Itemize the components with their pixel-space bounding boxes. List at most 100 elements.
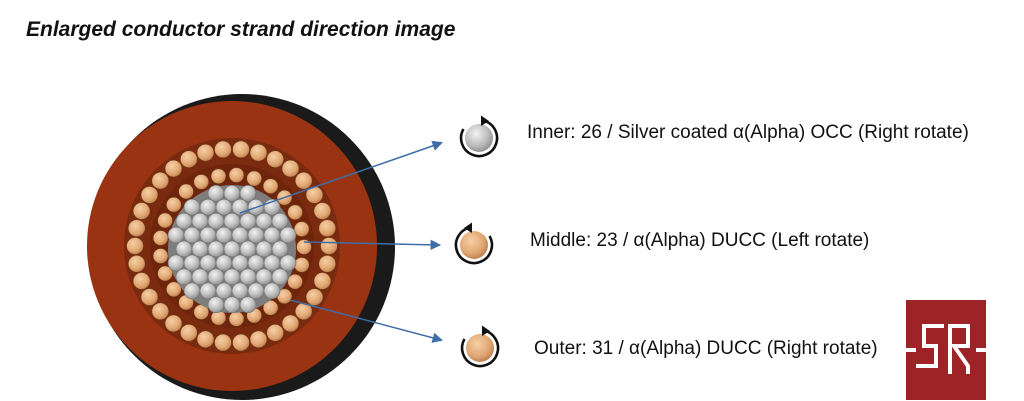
inner-strand <box>271 268 289 286</box>
inner-strand <box>223 240 241 258</box>
outer-strand <box>132 202 151 220</box>
inner-strand <box>167 254 185 272</box>
brand-logo <box>906 300 986 400</box>
rotate-right-icon <box>460 325 500 368</box>
middle-strand <box>296 239 312 255</box>
outer-strand <box>232 333 250 352</box>
outer-strand <box>140 288 159 306</box>
inner-strand <box>183 254 201 272</box>
outer-strand <box>281 314 300 333</box>
inner-strand <box>183 226 201 244</box>
outer-leader-arrow <box>289 299 444 343</box>
cable-cross-section <box>87 94 395 400</box>
middle-strand <box>262 299 279 316</box>
inner-strand <box>247 254 265 272</box>
outer-strand-layer <box>126 140 338 352</box>
inner-strand <box>207 296 225 314</box>
middle-strand <box>293 221 310 237</box>
rotate-right-icon <box>459 115 499 158</box>
inner-strand <box>239 185 257 202</box>
inner-strand <box>175 268 193 286</box>
outer-strand <box>132 272 151 290</box>
inner-strand <box>167 226 185 244</box>
middle-strand <box>287 204 303 221</box>
outer-strand <box>281 159 300 178</box>
inner-strand <box>183 282 201 300</box>
inner-strand <box>231 254 249 272</box>
inner-strand <box>207 240 225 258</box>
inner-strand <box>199 198 217 216</box>
outer-strand <box>249 330 268 349</box>
inner-strand <box>223 185 241 202</box>
inner-strand <box>215 282 233 300</box>
inner-layer-label: Inner: 26 / Silver coated α(Alpha) OCC (… <box>527 122 969 143</box>
outer-strand-icon <box>460 325 500 368</box>
middle-strand <box>166 196 182 213</box>
inner-strand <box>207 185 225 202</box>
outer-strand <box>232 140 250 159</box>
inner-strand <box>231 282 249 300</box>
middle-strand <box>152 248 169 264</box>
outer-strand <box>266 150 285 168</box>
outer-strand <box>266 323 285 342</box>
inner-strand <box>279 254 297 272</box>
outer-strand <box>140 186 159 204</box>
inner-strand <box>247 282 265 300</box>
outer-strand <box>180 150 198 168</box>
inner-strand <box>279 226 297 244</box>
inner-strand <box>247 226 265 244</box>
inner-strand <box>199 282 217 300</box>
middle-strand <box>210 168 227 185</box>
middle-strand <box>246 170 262 187</box>
outer-strand <box>127 219 146 237</box>
middle-strand <box>262 178 279 194</box>
outer-strand <box>196 330 215 349</box>
middle-strand <box>293 257 310 273</box>
outer-strand <box>214 140 232 159</box>
inner-strand <box>191 212 209 230</box>
inner-strand <box>215 198 233 216</box>
page-title: Enlarged conductor strand direction imag… <box>26 18 456 41</box>
inner-strand <box>255 268 273 286</box>
outer-strand <box>313 272 332 290</box>
middle-strand <box>157 265 173 282</box>
outer-strand <box>305 288 324 306</box>
outer-strand <box>180 323 198 342</box>
inner-strand <box>207 212 225 230</box>
outer-strand <box>164 314 183 333</box>
outer-strand <box>294 302 313 321</box>
inner-strand-layer <box>167 185 297 314</box>
outer-strand <box>249 143 268 162</box>
inner-strand <box>239 240 257 258</box>
inner-strand <box>255 212 273 230</box>
outer-strand <box>196 143 215 162</box>
inner-strand <box>183 198 201 216</box>
middle-strand <box>157 212 173 229</box>
inner-strand <box>223 212 241 230</box>
inner-strand <box>199 254 217 272</box>
inner-strand <box>239 296 257 314</box>
outer-layer-label: Outer: 31 / α(Alpha) DUCC (Right rotate) <box>534 338 878 359</box>
inner-strand <box>271 240 289 258</box>
inner-strand <box>175 212 193 230</box>
inner-strand <box>263 282 281 300</box>
inner-strand <box>223 296 241 314</box>
inner-strand <box>255 240 273 258</box>
inner-strand <box>271 212 289 230</box>
inner-leader-arrow <box>239 140 443 214</box>
middle-strand <box>178 183 194 200</box>
middle-strand <box>228 311 245 327</box>
middle-layer-label: Middle: 23 / α(Alpha) DUCC (Left rotate) <box>530 230 870 251</box>
inner-strand <box>207 268 225 286</box>
rotate-left-icon <box>454 222 494 265</box>
middle-strand <box>166 281 182 298</box>
outer-strand <box>318 254 337 273</box>
middle-strand <box>228 167 245 183</box>
inner-strand <box>239 268 257 286</box>
outer-strand <box>126 237 144 255</box>
middle-strand-layer <box>152 167 312 327</box>
outer-strand <box>164 159 183 178</box>
outer-strand <box>214 333 232 352</box>
outer-strand <box>151 171 170 190</box>
